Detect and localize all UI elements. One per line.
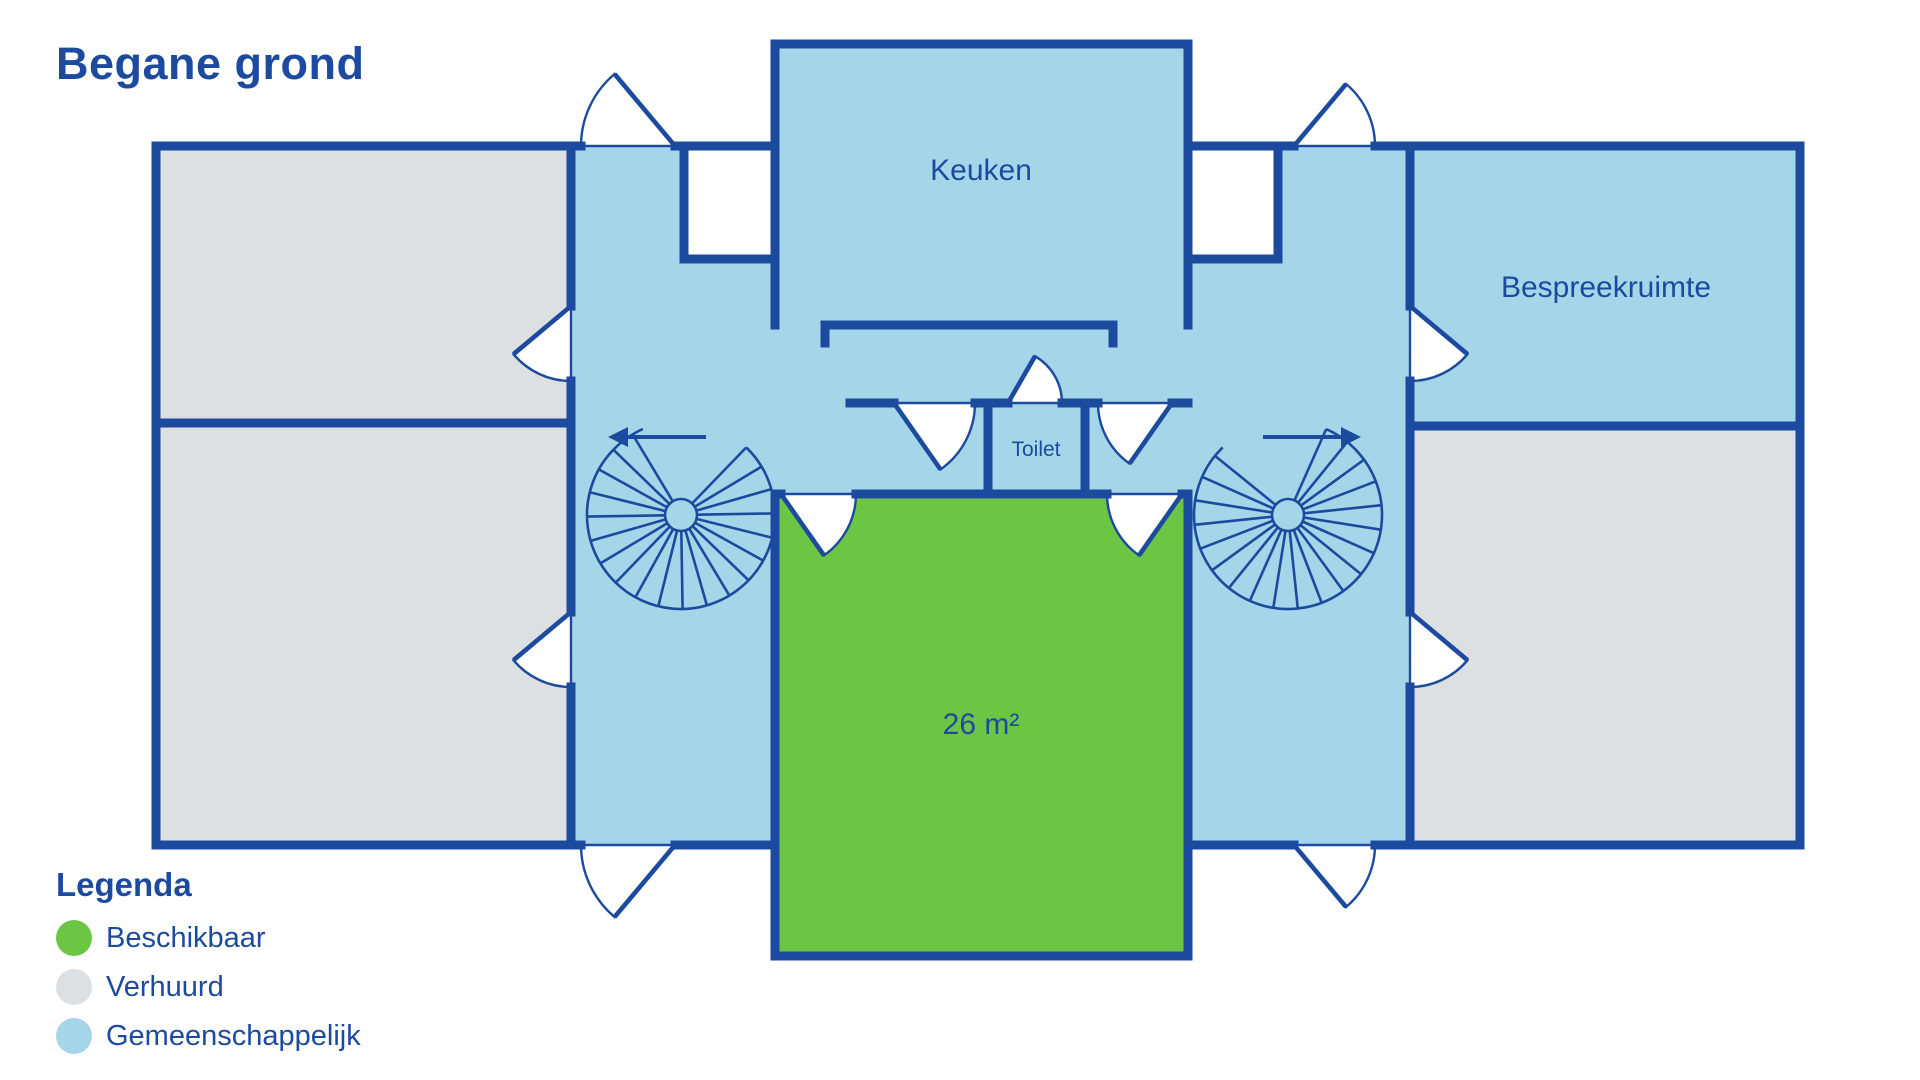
legend-item-rented: Verhuurd [56, 969, 361, 1005]
door-swings [511, 72, 1470, 919]
room-labels: Keuken Bespreekruimte Toilet 26 m² [930, 154, 1711, 741]
label-toilet: Toilet [1011, 438, 1060, 461]
legend-item-common: Gemeenschappelijk [56, 1018, 361, 1054]
room-rented-left [156, 146, 571, 845]
page-title: Begane grond [56, 38, 365, 89]
legend-label-rented: Verhuurd [106, 970, 224, 1003]
legend-item-available: Beschikbaar [56, 920, 361, 956]
legend-swatch-common [56, 1018, 92, 1054]
legend-label-available: Beschikbaar [106, 921, 266, 954]
legend-swatch-rented [56, 969, 92, 1005]
room-bespreekruimte-floor [1410, 146, 1800, 426]
label-keuken: Keuken [930, 154, 1032, 187]
legend-title: Legenda [56, 866, 192, 903]
shaft-left [684, 146, 775, 259]
legend: Legenda Beschikbaar Verhuurd Gemeenschap… [56, 866, 361, 1067]
legend-swatch-available [56, 920, 92, 956]
room-keuken-floor [775, 44, 1188, 325]
legend-label-common: Gemeenschappelijk [106, 1019, 361, 1052]
room-available[interactable] [775, 494, 1188, 956]
spiral-stairs [585, 427, 1384, 611]
label-available-area: 26 m² [943, 708, 1020, 741]
label-bespreekruimte: Bespreekruimte [1501, 271, 1711, 304]
shaft-right [1188, 146, 1278, 259]
walls [151, 39, 1805, 961]
room-rented-right [1410, 426, 1800, 845]
